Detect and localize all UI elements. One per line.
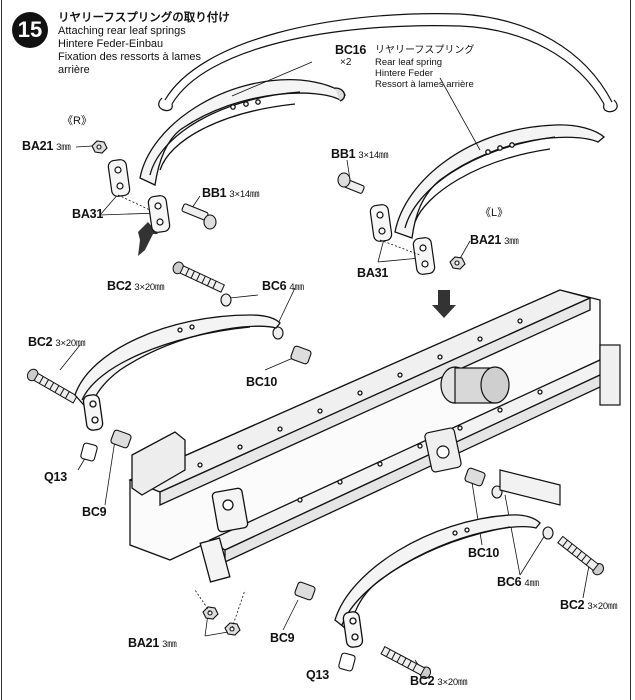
side-label-right: 《R》 <box>62 115 92 127</box>
side-label-left: 《L》 <box>480 207 509 219</box>
step-number-badge: 15 <box>12 12 48 48</box>
part-size: 3㎜ <box>162 639 177 650</box>
part-size: 3×20㎜ <box>134 282 165 293</box>
bc16-fr: Ressort à lames arrière <box>375 79 474 90</box>
part-code: BC10 <box>468 546 500 560</box>
part-code: BC6 <box>497 575 522 589</box>
part-code: BC10 <box>246 375 278 389</box>
screws-bb1 <box>181 172 365 230</box>
part-code-bc16: BC16 <box>335 43 367 57</box>
bc16-de: Hintere Feder <box>375 68 434 79</box>
title-jp: リヤリーフスプリングの取り付け <box>58 12 230 24</box>
bc16-en: Rear leaf spring <box>375 57 443 68</box>
part-size: 4㎜ <box>289 282 304 293</box>
part-size: 3×20㎜ <box>55 338 86 349</box>
part-code: BA31 <box>357 266 389 280</box>
part-code: BC2 <box>560 598 585 612</box>
label-q13-bottom: Q13 <box>306 668 329 682</box>
title-de: Hintere Feder-Einbau <box>58 38 164 50</box>
label-q13-left: Q13 <box>44 470 67 484</box>
leaf-spring-mounted-l <box>334 514 541 648</box>
title-fr-1: Fixation des ressorts à lames <box>58 51 202 63</box>
shackle-plates-l <box>369 204 436 275</box>
chassis-frame <box>128 289 617 564</box>
part-code: BA21 <box>128 636 160 650</box>
spring-outline-large <box>158 13 618 113</box>
page-border-right <box>630 0 631 700</box>
part-size: 3×14㎜ <box>229 189 260 200</box>
bc16-qty: ×2 <box>340 57 352 68</box>
part-code: BC2 <box>107 279 132 293</box>
label-ba31-left: BA31 <box>72 207 103 221</box>
leaf-spring-l <box>394 124 606 239</box>
leaf-spring-mounted-r <box>74 314 281 431</box>
part-code: Q13 <box>306 668 330 682</box>
part-code: BC2 <box>410 674 435 688</box>
bc16-jp: リヤリーフスプリング <box>375 45 475 56</box>
title-fr-2: arrière <box>58 64 90 76</box>
part-code: BC6 <box>262 279 287 293</box>
alignment-lines <box>117 194 421 629</box>
part-code: BC9 <box>270 631 295 645</box>
part-code: BC9 <box>82 505 107 519</box>
front-crossmember <box>131 431 249 583</box>
transmission <box>424 344 621 506</box>
part-size: 3㎜ <box>56 142 71 153</box>
part-code: BB1 <box>331 147 356 161</box>
leaf-spring-r <box>139 79 346 186</box>
label-bc9-left: BC9 <box>82 505 107 519</box>
part-code: Q13 <box>44 470 68 484</box>
part-size: 3×20㎜ <box>587 601 618 612</box>
nuts <box>91 140 466 636</box>
part-size: 4㎜ <box>524 578 539 589</box>
screws-bc2 <box>26 261 605 680</box>
label-bc9-bottom: BC9 <box>270 631 295 645</box>
part-size: 3㎜ <box>504 236 519 247</box>
part-code: BC2 <box>28 335 53 349</box>
part-code: BB1 <box>202 186 227 200</box>
label-bc16: BC16 <box>335 43 366 57</box>
part-code: BA31 <box>72 207 104 221</box>
label-bc10-top: BC10 <box>246 375 277 389</box>
label-bc10-bottom: BC10 <box>468 546 499 560</box>
part-code: BA21 <box>22 139 54 153</box>
part-size: 3×20㎜ <box>437 677 468 688</box>
page-border-left <box>1 0 2 700</box>
title-en: Attaching rear leaf springs <box>58 25 186 37</box>
part-size: 3×14㎜ <box>358 150 389 161</box>
label-ba31-right: BA31 <box>357 266 388 280</box>
step-title-block: リヤリーフスプリングの取り付け Attaching rear leaf spri… <box>58 12 230 77</box>
washers-spacers <box>80 293 554 672</box>
shackle-plates-r <box>107 159 171 233</box>
part-code: BA21 <box>470 233 502 247</box>
